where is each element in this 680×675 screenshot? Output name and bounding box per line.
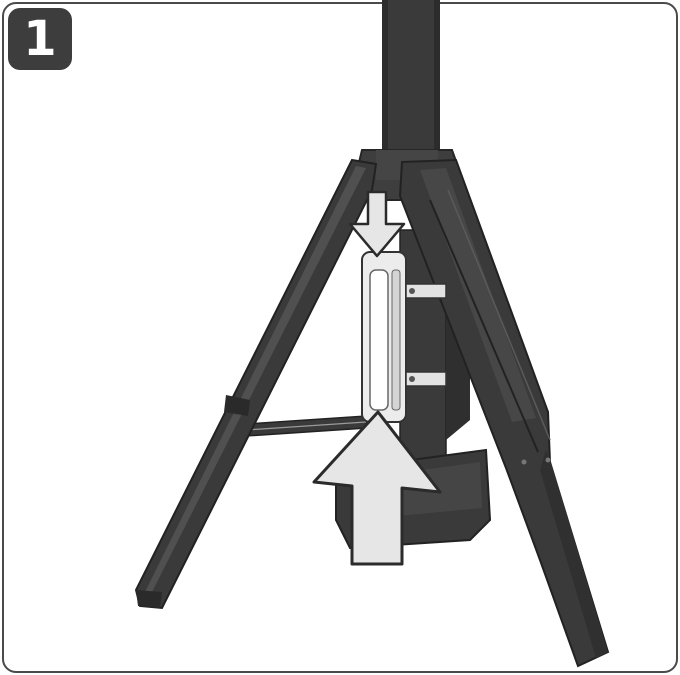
stand-mast	[382, 0, 440, 165]
step-number-badge: 1	[8, 8, 72, 70]
left-leg	[134, 158, 378, 610]
right-leg	[398, 158, 610, 668]
work-light-body	[361, 251, 447, 423]
step-number: 1	[23, 11, 57, 67]
cross-brace	[245, 415, 367, 437]
arrow-down-icon	[348, 190, 406, 258]
arrow-up-icon	[312, 410, 442, 566]
